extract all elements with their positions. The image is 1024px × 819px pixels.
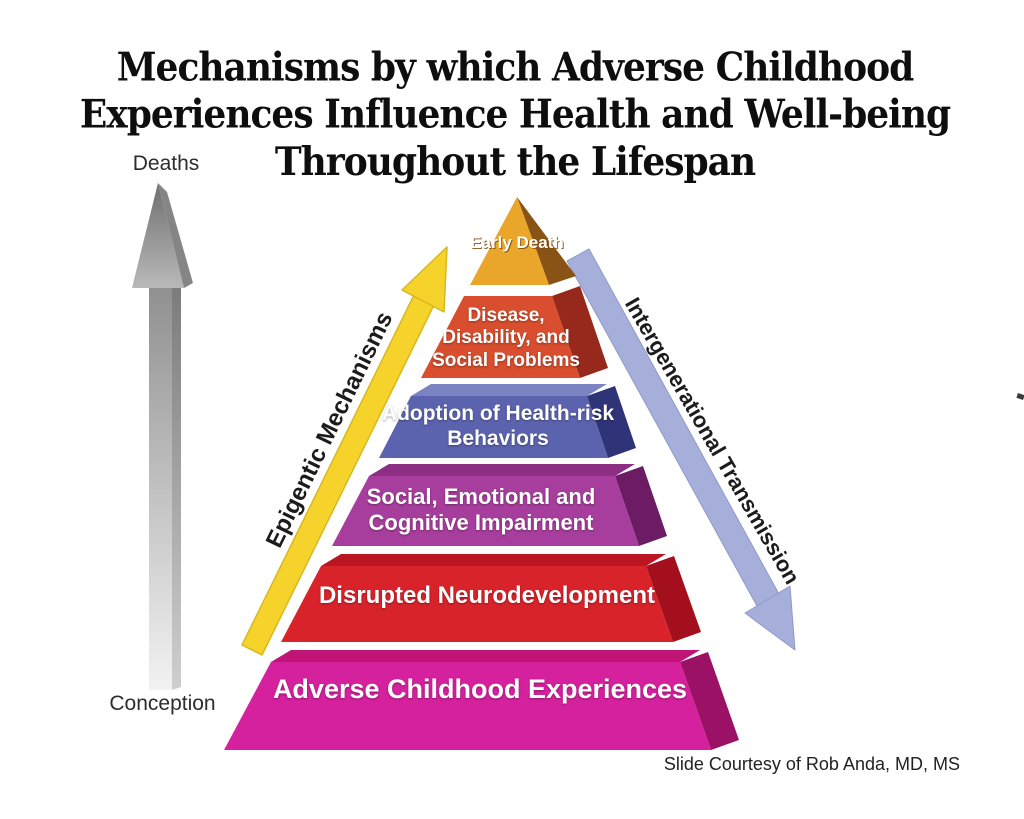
level-front-face [224,662,711,750]
level-label-ace: Adverse Childhood Experiences [272,674,688,704]
title-line-2: Experiences Influence Health and Well-be… [79,91,951,138]
level-label-social: Social, Emotional and Cognitive Impairme… [366,484,596,535]
lifespan-axis-arrow [132,183,193,690]
level-side-face [587,386,636,458]
level-side-face [646,556,701,642]
level-top-face [321,554,666,566]
pyramid-level-ace [224,650,739,750]
level-top-face [369,464,635,476]
pyramid-level-disease [421,286,608,378]
level-top-face [271,650,700,662]
pyramid-level-disrupted [281,554,701,642]
title-line-3: Throughout the Lifespan [274,139,756,186]
pyramid-level-social [332,464,667,546]
title-line-1: Mechanisms by which Adverse Childhood [116,44,915,91]
level-label-disease: Disease, Disability, and Social Problems [432,305,580,371]
level-side-face [552,286,608,378]
pyramid-level-adoption [379,384,636,458]
credit-text: Slide Courtesy of Rob Anda, MD, MS [663,754,960,774]
axis-arrow-head-shade [158,183,193,288]
level-front-face [470,197,549,285]
axis-top-label: Deaths [132,152,200,175]
axis-bottom-label: Conception [109,692,216,715]
level-side-face [517,197,576,285]
level-side-face [680,652,739,750]
axis-arrow-head [132,183,184,288]
epigentic-arrow [241,246,448,656]
level-top-face [411,384,607,396]
level-front-face [379,396,608,458]
level-front-face [281,566,673,642]
axis-arrow-shaft [149,283,172,690]
pyramid-level-early-death [470,197,576,285]
level-side-face [615,466,667,546]
epigentic-arrow-head [401,246,448,313]
diagram-title: Mechanisms by which Adverse Childhood Ex… [20,44,1010,187]
axis-arrow-shaft-shade [172,280,181,690]
level-label-adoption: Adoption of Health-risk Behaviors [381,402,615,450]
level-front-face [421,296,580,378]
intergenerational-arrow [566,248,796,651]
intergenerational-arrow-head [744,585,796,651]
level-front-face [332,476,639,546]
level-label-disrupted: Disrupted Neurodevelopment [318,582,656,609]
level-label-early-death: Early Death [470,233,564,252]
